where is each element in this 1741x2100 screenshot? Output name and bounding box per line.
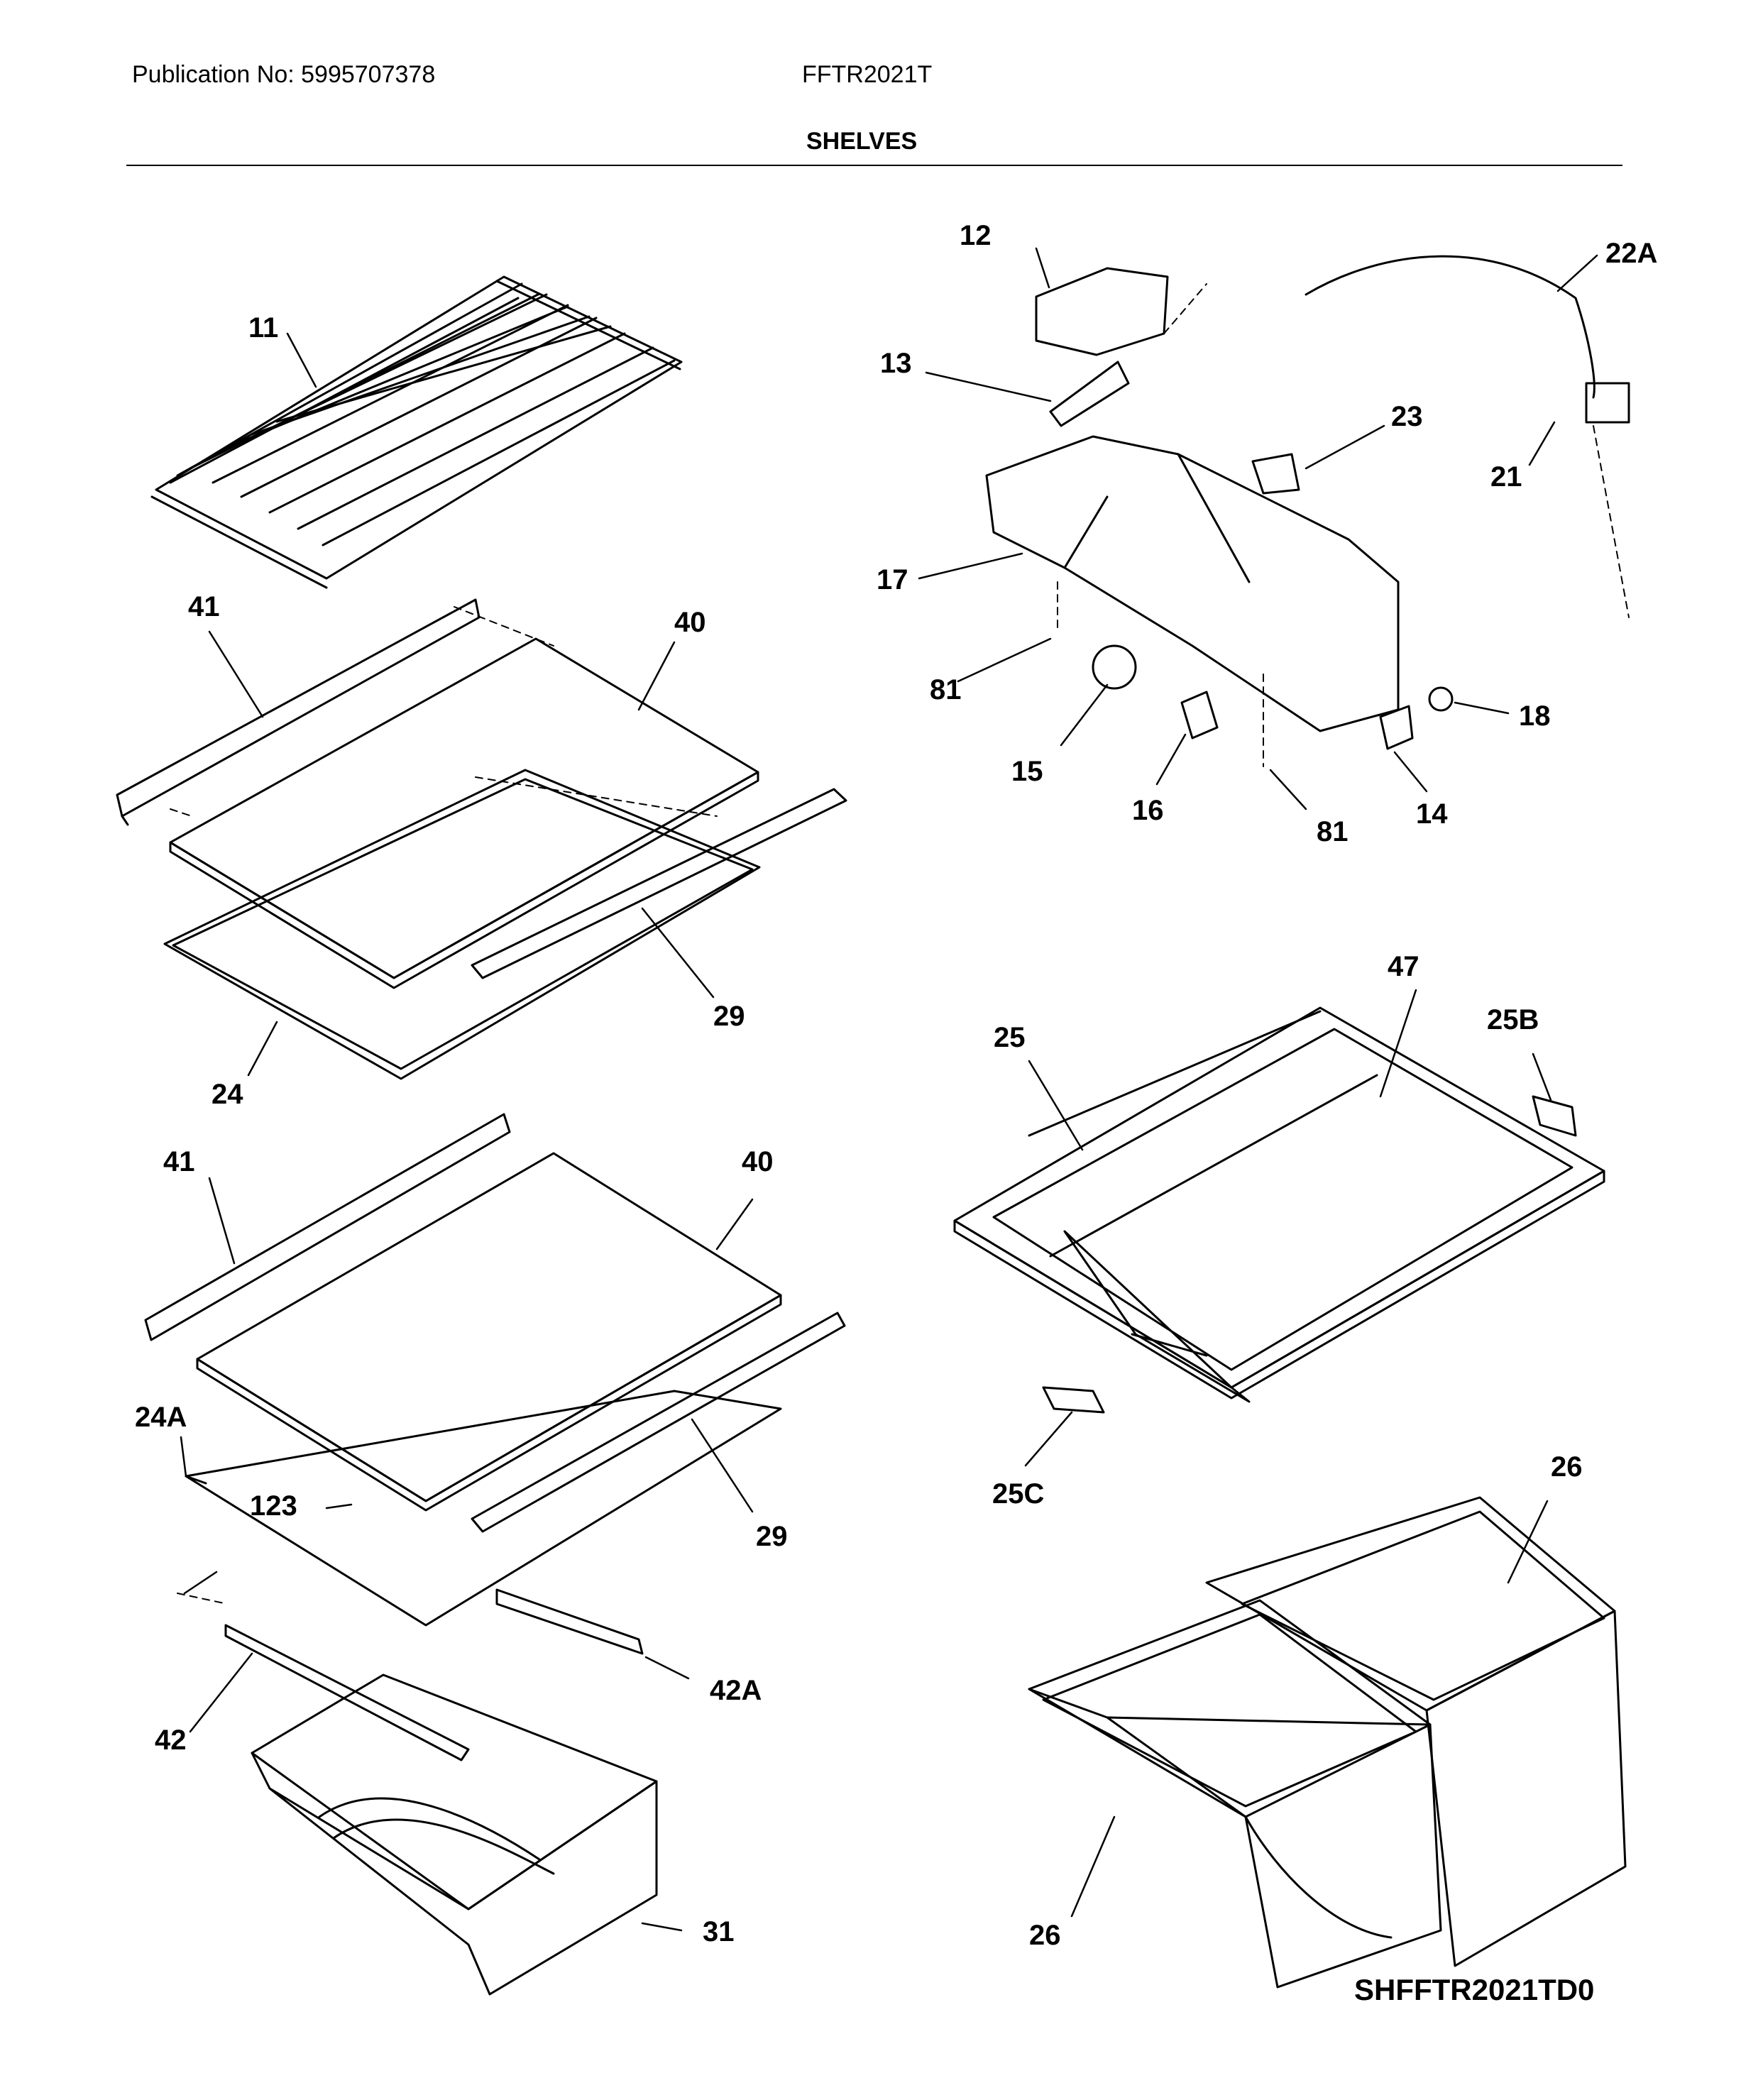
publication-number: Publication No: 5995707378 <box>132 61 436 88</box>
callout-14: 14 <box>1416 798 1448 830</box>
lower-glass-shelf-group <box>144 1113 846 1655</box>
model-number: FFTR2021T <box>802 61 933 88</box>
callout-labels: 11 41 40 29 24 41 40 24A 123 29 42A 42 3… <box>135 220 1657 1951</box>
callout-24: 24 <box>212 1079 243 1110</box>
callout-23: 23 <box>1391 401 1423 432</box>
callout-81: 81 <box>1317 816 1349 847</box>
callout-31: 31 <box>703 1916 735 1947</box>
callout-41: 41 <box>163 1146 195 1177</box>
section-title: SHELVES <box>806 128 918 155</box>
callout-11: 11 <box>248 312 278 343</box>
callout-42: 42 <box>155 1725 187 1756</box>
callout-81: 81 <box>930 674 962 705</box>
callout-29: 29 <box>713 1001 745 1032</box>
light-housing-group <box>985 255 1630 767</box>
callout-29: 29 <box>756 1521 788 1552</box>
callout-26: 26 <box>1551 1451 1583 1483</box>
upper-glass-shelf-group <box>116 598 847 1080</box>
callout-47: 47 <box>1388 951 1419 982</box>
callout-40: 40 <box>742 1146 774 1177</box>
callout-24A: 24A <box>135 1402 187 1433</box>
callout-42A: 42A <box>710 1675 762 1706</box>
callout-25B: 25B <box>1487 1004 1539 1035</box>
callout-18: 18 <box>1519 700 1551 732</box>
diagram-code: SHFFTR2021TD0 <box>1354 1973 1595 2006</box>
callout-21: 21 <box>1490 461 1522 493</box>
crisper-cover-group <box>953 1006 1605 1414</box>
callout-41: 41 <box>188 591 220 622</box>
callout-16: 16 <box>1132 795 1164 826</box>
callout-15: 15 <box>1011 756 1043 787</box>
callout-26: 26 <box>1029 1920 1061 1951</box>
callout-25C: 25C <box>992 1478 1044 1510</box>
callout-12: 12 <box>960 220 992 251</box>
callout-leaders <box>180 247 1598 1932</box>
wire-shelf-part <box>150 275 683 589</box>
callout-25: 25 <box>994 1022 1026 1053</box>
crisper-drawer-pair <box>1028 1496 1627 1989</box>
callout-13: 13 <box>880 348 912 379</box>
callout-17: 17 <box>877 564 908 595</box>
crisper-drawer-group <box>224 1624 658 1996</box>
callout-40: 40 <box>674 607 706 638</box>
callout-123: 123 <box>250 1490 297 1522</box>
header-divider <box>126 165 1622 166</box>
callout-22A: 22A <box>1605 238 1657 269</box>
